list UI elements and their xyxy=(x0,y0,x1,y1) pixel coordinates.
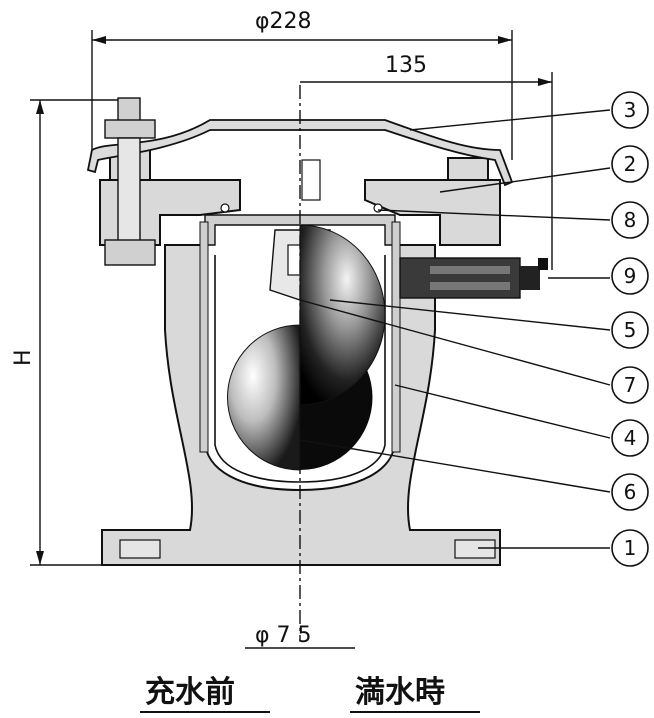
svg-text:5: 5 xyxy=(624,318,637,342)
bolt-assembly xyxy=(104,97,156,266)
caption-before-filling: 充水前 xyxy=(145,675,235,710)
callout-4: 4 xyxy=(611,419,649,457)
callout-6: 6 xyxy=(611,473,649,511)
dimension-135: 135 xyxy=(300,53,553,270)
callout-9: 9 xyxy=(611,257,649,295)
dim-height: H xyxy=(11,349,36,366)
svg-text:8: 8 xyxy=(624,208,637,232)
float-ball-after xyxy=(299,224,386,406)
dim-bottom-diameter: φ 7 5 xyxy=(255,623,312,648)
valve-hood xyxy=(86,119,514,187)
caption-after-filling: 満水時 xyxy=(355,675,445,710)
captions: 充水前 満水時 xyxy=(140,675,480,713)
svg-text:3: 3 xyxy=(624,98,637,122)
svg-text:4: 4 xyxy=(624,426,637,450)
svg-text:9: 9 xyxy=(624,264,637,288)
callout-8: 8 xyxy=(611,201,649,239)
callout-3: 3 xyxy=(611,91,649,129)
dim-offset: 135 xyxy=(385,53,427,78)
part-callouts: 3 2 8 9 5 7 4 6 1 xyxy=(611,91,649,567)
svg-text:6: 6 xyxy=(624,480,637,504)
svg-text:1: 1 xyxy=(624,536,637,560)
callout-7: 7 xyxy=(611,366,649,404)
dimension-height: H xyxy=(11,99,130,566)
leader-lines xyxy=(299,109,611,549)
callout-2: 2 xyxy=(611,145,649,183)
callout-5: 5 xyxy=(611,311,649,349)
dimension-phi75: φ 7 5 xyxy=(245,623,355,649)
dimension-phi228: φ228 xyxy=(91,9,513,160)
svg-text:2: 2 xyxy=(624,152,637,176)
callout-1: 1 xyxy=(611,529,649,567)
dim-outer-diameter: φ228 xyxy=(255,9,312,34)
svg-text:7: 7 xyxy=(624,373,637,397)
drain-plug xyxy=(399,257,548,299)
float-guide xyxy=(199,214,401,453)
